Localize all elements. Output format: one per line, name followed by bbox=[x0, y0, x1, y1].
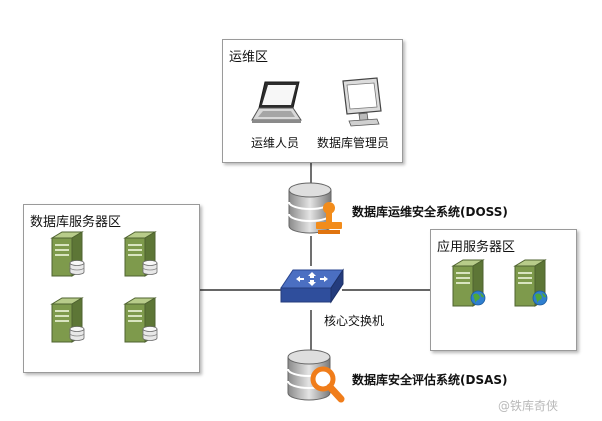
db-server-icon bbox=[123, 297, 158, 343]
db-servers-zone-title: 数据库服务器区 bbox=[30, 215, 122, 230]
db-server-icon bbox=[50, 297, 85, 343]
ops-zone: 运维区 运维人员 数据库管理员 bbox=[222, 39, 403, 163]
dba-label: 数据库管理员 bbox=[317, 136, 390, 150]
dsas-database-magnifier-icon bbox=[287, 349, 345, 403]
core-switch-icon bbox=[280, 268, 344, 304]
app-server-icon bbox=[451, 259, 486, 307]
watermark: @铁库奇侠 bbox=[498, 399, 559, 413]
monitor-icon bbox=[342, 77, 382, 127]
doss-database-stamp-icon bbox=[288, 182, 342, 234]
ops-zone-title: 运维区 bbox=[229, 50, 269, 65]
ops-staff-label: 运维人员 bbox=[251, 136, 300, 150]
doss-label: 数据库运维安全系统(DOSS) bbox=[352, 205, 508, 219]
db-server-icon bbox=[50, 231, 85, 277]
db-server-icon bbox=[123, 231, 158, 277]
laptop-icon bbox=[251, 81, 302, 123]
app-servers-zone-title: 应用服务器区 bbox=[437, 240, 516, 255]
core-switch-label: 核心交换机 bbox=[324, 314, 385, 328]
app-server-icon bbox=[513, 259, 548, 307]
db-servers-zone: 数据库服务器区 bbox=[23, 204, 200, 373]
dsas-label: 数据库安全评估系统(DSAS) bbox=[352, 373, 508, 387]
